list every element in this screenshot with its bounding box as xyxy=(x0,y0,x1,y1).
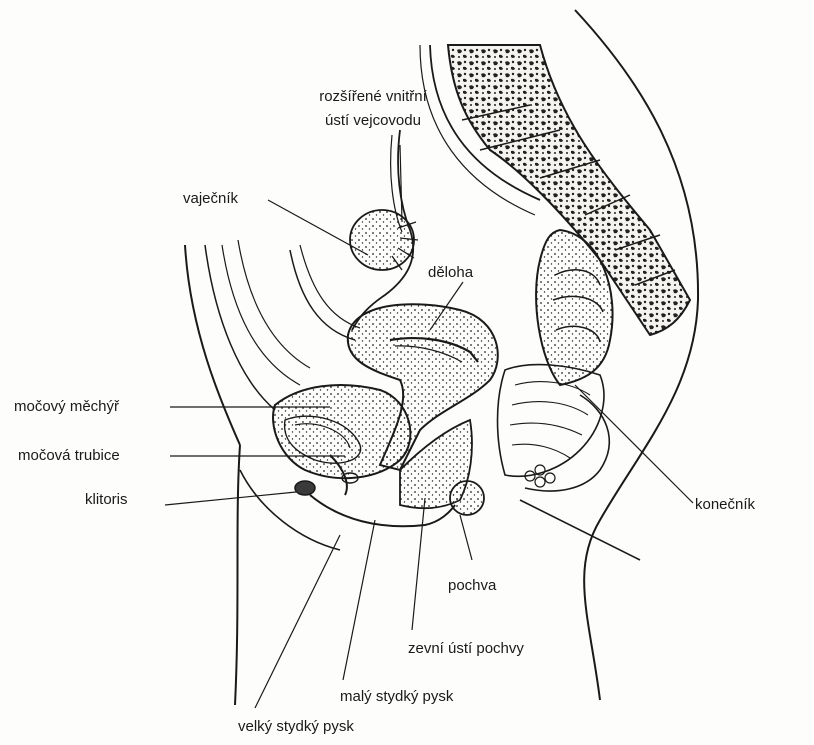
label-vagina: pochva xyxy=(448,577,496,595)
leader-labia-majora xyxy=(255,535,340,708)
bladder-shape xyxy=(273,385,410,478)
leader-rectum xyxy=(575,385,693,503)
label-labia-majora: velký stydký pysk xyxy=(238,718,354,736)
clitoris-shape xyxy=(295,481,315,495)
label-oviduct-line1: rozšířené vnitřní xyxy=(278,88,468,106)
label-rectum: konečník xyxy=(695,496,755,514)
label-urethra: močová trubice xyxy=(18,447,120,465)
label-vaginal-opening: zevní ústí pochvy xyxy=(408,640,524,658)
leader-oviduct xyxy=(400,145,402,222)
ovary-shape xyxy=(350,210,414,270)
label-labia-minora: malý stydký pysk xyxy=(340,688,453,706)
label-oviduct-line2: ústí vejcovodu xyxy=(278,112,468,130)
leader-vaginal-opening xyxy=(412,498,425,630)
label-bladder: močový měchýř xyxy=(14,398,119,416)
label-clitoris: klitoris xyxy=(85,491,128,509)
anus-shape xyxy=(450,481,484,515)
label-uterus: děloha xyxy=(428,264,473,282)
label-ovary: vaječník xyxy=(183,190,238,208)
leader-vagina xyxy=(460,515,472,560)
leader-labia-minora xyxy=(343,520,375,680)
leader-clitoris xyxy=(165,492,296,505)
